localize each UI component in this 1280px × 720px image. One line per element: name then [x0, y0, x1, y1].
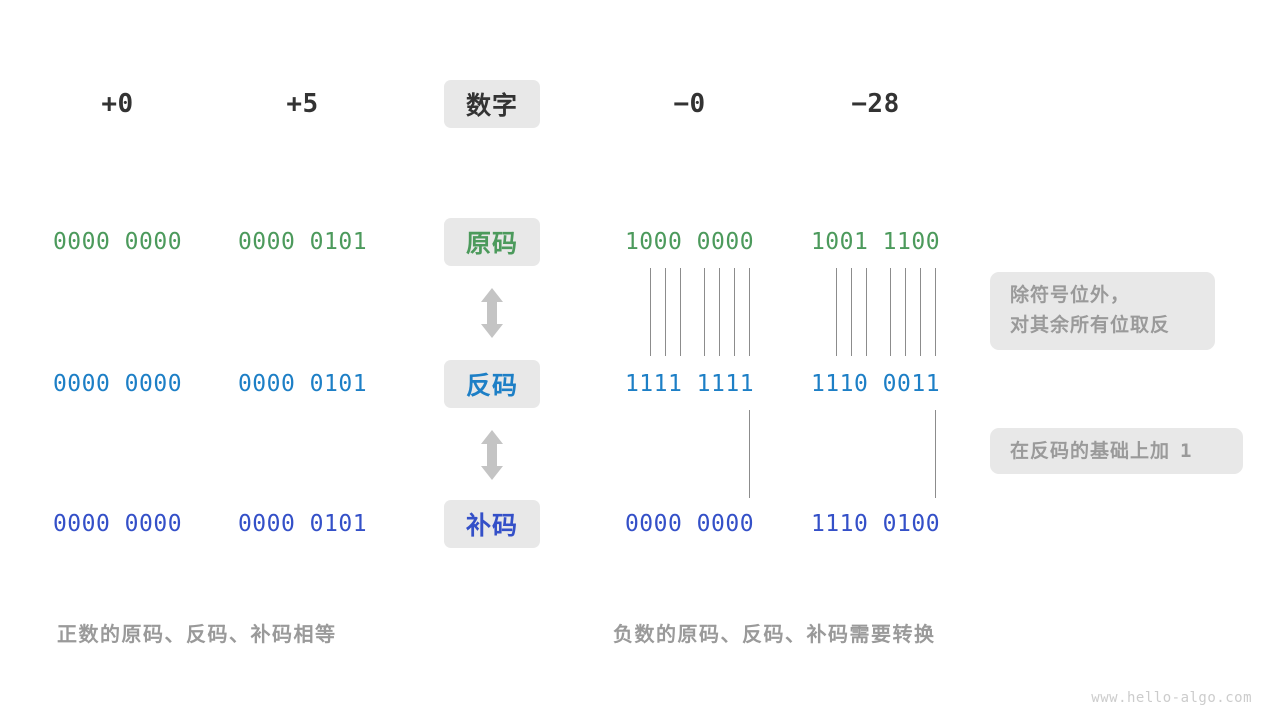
bits-yuan-minus-zero: 1000 0000 — [617, 222, 762, 262]
bits-text: 0000 0101 — [237, 511, 368, 537]
bits-bu-plus-five: 0000 0101 — [230, 504, 375, 544]
column-header-label: −28 — [851, 89, 900, 119]
bits-fan-plus-zero: 0000 0000 — [45, 364, 190, 404]
bits-text: 1000 0000 — [624, 229, 755, 255]
caption-text: 负数的原码、反码、补码需要转换 — [613, 624, 936, 646]
column-header-number-chip: 数字 — [444, 80, 540, 128]
bits-bu-minus-zero: 0000 0000 — [617, 504, 762, 544]
bits-text: 0000 0101 — [237, 371, 368, 397]
bits-text: 1111 1111 — [624, 371, 755, 397]
bits-yuan-plus-zero: 0000 0000 — [45, 222, 190, 262]
connector-line — [749, 268, 750, 356]
column-header-label: +0 — [101, 89, 134, 119]
bits-bu-minus-twentyeight: 1110 0100 — [803, 504, 948, 544]
row-label-yuanma: 原码 — [444, 218, 540, 266]
up-down-arrow-icon — [478, 429, 506, 481]
bits-bu-plus-zero: 0000 0000 — [45, 504, 190, 544]
column-header-label: 数字 — [465, 92, 518, 120]
column-header-minus-zero: −0 — [617, 82, 762, 126]
note-line-1: 除符号位外， — [1010, 285, 1131, 306]
column-header-label: +5 — [286, 89, 319, 119]
connector-line — [680, 268, 681, 356]
column-header-plus-five: +5 — [230, 82, 375, 126]
note-invert-bits: 除符号位外， 对其余所有位取反 — [990, 272, 1215, 350]
connector-line — [851, 268, 852, 356]
connector-line — [704, 268, 705, 356]
bits-text: 0000 0000 — [52, 511, 183, 537]
bits-text: 1110 0100 — [810, 511, 941, 537]
bits-yuan-plus-five: 0000 0101 — [230, 222, 375, 262]
connector-line — [749, 410, 750, 498]
connector-line — [866, 268, 867, 356]
connector-line — [920, 268, 921, 356]
caption-text: 正数的原码、反码、补码相等 — [57, 624, 337, 646]
connector-line — [890, 268, 891, 356]
note-add-one: 在反码的基础上加 1 — [990, 428, 1243, 474]
up-down-arrow-icon — [478, 287, 506, 339]
connector-line — [719, 268, 720, 356]
bits-text: 0000 0000 — [52, 229, 183, 255]
connector-line — [734, 268, 735, 356]
connector-line — [650, 268, 651, 356]
note-line-2: 对其余所有位取反 — [1010, 315, 1171, 336]
row-label-fanma: 反码 — [444, 360, 540, 408]
note-text: 在反码的基础上加 — [1010, 440, 1171, 462]
bits-yuan-minus-twentyeight: 1001 1100 — [803, 222, 948, 262]
caption-positive: 正数的原码、反码、补码相等 — [57, 618, 337, 647]
row-label-text: 反码 — [465, 372, 518, 400]
bits-fan-minus-zero: 1111 1111 — [617, 364, 762, 404]
bits-text: 0000 0000 — [52, 371, 183, 397]
bits-text: 1001 1100 — [810, 229, 941, 255]
connector-line — [935, 410, 936, 498]
column-header-minus-twentyeight: −28 — [803, 82, 948, 126]
row-label-buma: 补码 — [444, 500, 540, 548]
row-label-text: 补码 — [465, 512, 518, 540]
connector-line — [665, 268, 666, 356]
column-header-label: −0 — [673, 89, 706, 119]
connector-line — [836, 268, 837, 356]
watermark: www.hello-algo.com — [1091, 690, 1252, 706]
connector-line — [935, 268, 936, 356]
note-operand: 1 — [1180, 439, 1193, 462]
column-header-plus-zero: +0 — [45, 82, 190, 126]
caption-negative: 负数的原码、反码、补码需要转换 — [613, 618, 936, 647]
bits-text: 0000 0000 — [624, 511, 755, 537]
bits-fan-minus-twentyeight: 1110 0011 — [803, 364, 948, 404]
bits-text: 0000 0101 — [237, 229, 368, 255]
connector-line — [905, 268, 906, 356]
row-label-text: 原码 — [465, 230, 518, 258]
bits-fan-plus-five: 0000 0101 — [230, 364, 375, 404]
bits-text: 1110 0011 — [810, 371, 941, 397]
